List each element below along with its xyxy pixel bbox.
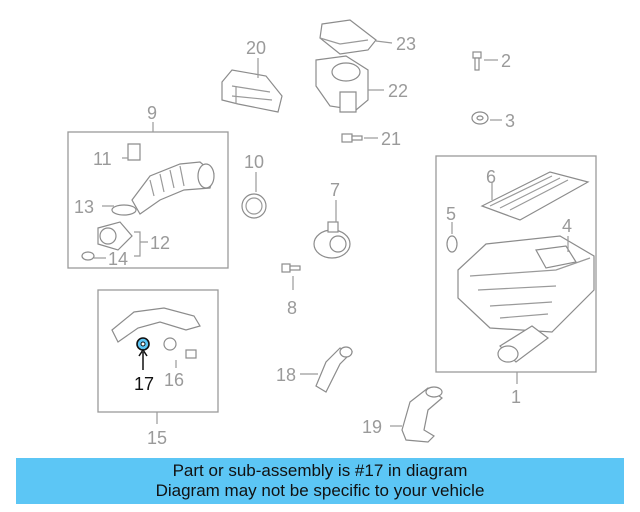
part-18-tube: 18 [276, 346, 354, 393]
callout-17: 17 [134, 374, 154, 394]
callout-5: 5 [446, 204, 456, 224]
banner-line-1: Part or sub-assembly is #17 in diagram [172, 461, 468, 480]
callout-7: 7 [330, 180, 340, 200]
part-21-screw: 21 [341, 129, 401, 149]
callout-23: 23 [396, 34, 416, 54]
callout-22: 22 [388, 81, 408, 101]
callout-1: 1 [511, 387, 521, 407]
callout-3: 3 [505, 111, 515, 131]
callout-20: 20 [246, 38, 266, 58]
callout-14: 14 [108, 249, 128, 269]
assembly-1-box: 1 6 5 4 [435, 155, 597, 407]
part-22-housing: 22 [315, 55, 408, 113]
callout-19: 19 [362, 417, 382, 437]
callout-4: 4 [562, 216, 572, 236]
callout-13: 13 [74, 197, 94, 217]
part-7-sensor: 7 [313, 180, 351, 259]
assembly-15-box: 15 17 16 [97, 289, 219, 448]
info-banner: Part or sub-assembly is #17 in diagram D… [16, 458, 624, 504]
callout-18: 18 [276, 365, 296, 385]
callout-15: 15 [147, 428, 167, 448]
callout-16: 16 [164, 370, 184, 390]
part-2-bolt: 2 [472, 51, 511, 71]
callout-8: 8 [287, 298, 297, 318]
part-19-elbow: 19 [362, 386, 443, 443]
part-8-bolt: 8 [281, 263, 301, 318]
part-20-duct: 20 [221, 38, 283, 113]
banner-line-2: Diagram may not be specific to your vehi… [155, 481, 485, 500]
part-17-highlighted: 17 [134, 337, 154, 394]
callout-6: 6 [486, 167, 496, 187]
part-3-grommet: 3 [471, 111, 515, 131]
callout-9: 9 [147, 103, 157, 123]
callout-11: 11 [93, 149, 112, 169]
callout-10: 10 [244, 152, 264, 172]
callout-2: 2 [501, 51, 511, 71]
part-23-cover: 23 [319, 19, 416, 55]
callout-12: 12 [150, 233, 170, 253]
part-10-clamp: 10 [241, 152, 267, 219]
callout-21: 21 [381, 129, 401, 149]
assembly-9-box: 9 11 13 12 14 [67, 103, 229, 269]
